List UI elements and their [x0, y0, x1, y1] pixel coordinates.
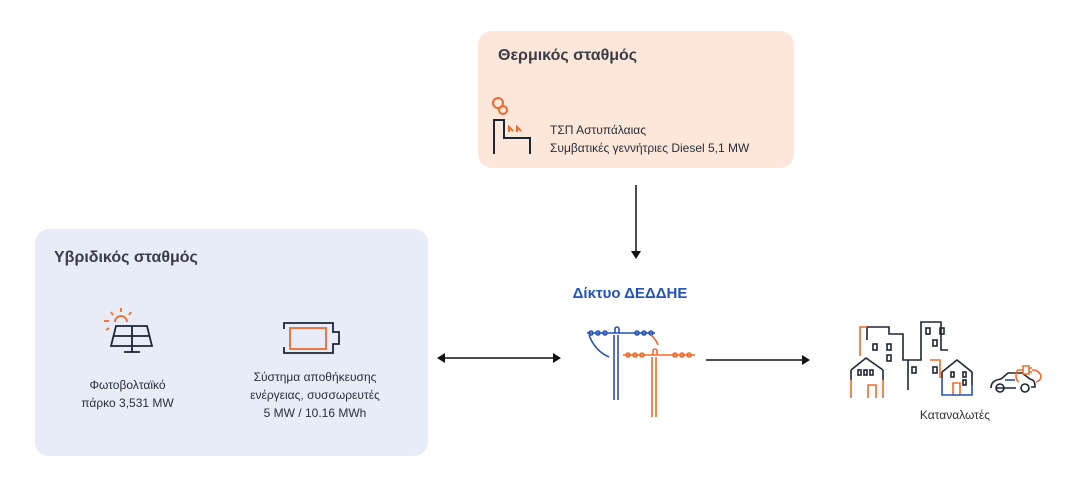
battery-icon [283, 322, 340, 354]
storage-capacity: 5 MW / 10.16 MWh [263, 406, 367, 420]
arrow-down-thermal-to-grid [631, 185, 641, 259]
grid-title: Δίκτυο ΔΕΔΔΗΕ [572, 285, 688, 302]
thermal-station-name: ΤΣΠ Αστυπάλαιας [550, 123, 646, 137]
solar-panel-icon [104, 308, 154, 353]
thermal-station-box: Θερμικός σταθμός ΤΣΠ Αστυπάλαιας Συμβατι… [478, 31, 794, 168]
consumers-label: Καταναλωτές [919, 408, 991, 422]
hybrid-station-box: Υβριδικός σταθμός Φωτοβολταϊκό πάρκο 3,5… [35, 229, 428, 456]
pv-park-capacity: πάρκο 3,531 MW [81, 396, 174, 410]
factory-icon [492, 97, 531, 154]
consumers-city-icon [850, 321, 1042, 398]
power-pole-icon [587, 326, 695, 417]
double-arrow-hybrid-grid [437, 353, 561, 363]
pv-park-label: Φωτοβολταϊκό [89, 378, 166, 392]
hybrid-station-title: Υβριδικός σταθμός [54, 249, 198, 266]
storage-label-1: Σύστημα αποθήκευσης [253, 370, 377, 384]
thermal-station-capacity: Συμβατικές γεννήτριες Diesel 5,1 MW [550, 141, 750, 155]
arrow-right-grid-to-consumers [706, 355, 810, 365]
thermal-station-title: Θερμικός σταθμός [498, 47, 638, 64]
storage-label-2: ενέργειας, συσσωρευτές [250, 388, 380, 402]
